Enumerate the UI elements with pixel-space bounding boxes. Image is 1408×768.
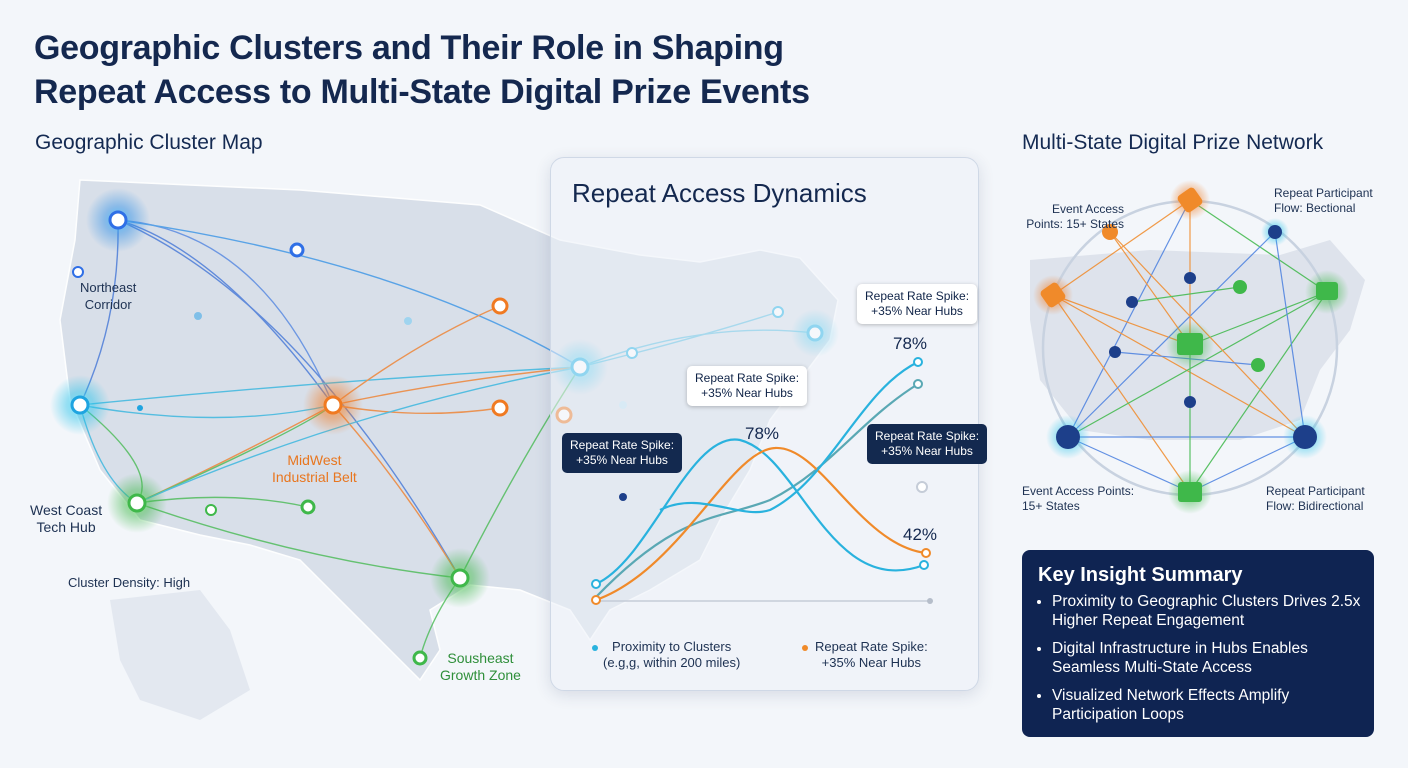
- dynamics-heading: Repeat Access Dynamics: [572, 178, 867, 208]
- label-event-access-points-bottom: Event Access Points:15+ States: [1022, 484, 1135, 513]
- point-marker-navy: [619, 493, 627, 501]
- insight-item: Digital Infrastructure in Hubs Enables S…: [1052, 639, 1372, 677]
- key-insight-summary-box: Key Insight Summary Proximity to Geograp…: [1022, 550, 1374, 737]
- series-cyan-line: [595, 438, 925, 586]
- network-nodes: [1033, 180, 1349, 514]
- value-42: 42%: [903, 525, 938, 544]
- point-cyan-end: [913, 357, 923, 367]
- point-orange-start: [591, 595, 601, 605]
- value-78-middle: 78%: [745, 424, 780, 443]
- value-78-top: 78%: [893, 334, 928, 353]
- point-teal-end: [913, 379, 923, 389]
- point-cyan-low-end: [919, 560, 929, 570]
- label-cluster-density: Cluster Density: High: [68, 575, 191, 590]
- legend-repeat-rate-spike: Repeat Rate Spike:+35% Near Hubs: [815, 639, 928, 670]
- legend-dot-proximity: [592, 645, 598, 651]
- legend-dot-repeat-rate: [802, 645, 808, 651]
- callout-repeat-rate-spike-middle: Repeat Rate Spike:+35% Near Hubs: [687, 366, 808, 406]
- alaska-silhouette: [110, 590, 250, 720]
- series-orange-line: [595, 446, 927, 602]
- callout-repeat-rate-spike-right: Repeat Rate Spike:+35% Near Hubs: [867, 424, 988, 464]
- point-marker-grey: [916, 481, 928, 493]
- insight-list: Proximity to Geographic Clusters Drives …: [1034, 592, 1372, 733]
- map-heading: Geographic Cluster Map: [35, 131, 263, 154]
- series-teal-line: [595, 383, 919, 598]
- point-orange-end: [921, 548, 931, 558]
- legend-proximity-to-clusters: Proximity to Clusters(e.g,g, within 200 …: [603, 639, 741, 670]
- callout-repeat-rate-spike-left: Repeat Rate Spike:+35% Near Hubs: [562, 433, 683, 473]
- insight-item: Visualized Network Effects Amplify Parti…: [1052, 686, 1372, 724]
- series-cyan-rise-line: [659, 361, 919, 514]
- page-title-line2: Repeat Access to Multi-State Digital Pri…: [34, 73, 810, 111]
- page-title: Geographic Clusters and Their Role in Sh…: [34, 26, 810, 114]
- network-heading: Multi-State Digital Prize Network: [1022, 131, 1324, 154]
- page-title-line1: Geographic Clusters and Their Role in Sh…: [34, 29, 784, 67]
- callout-repeat-rate-spike-top: Repeat Rate Spike:+35% Near Hubs: [857, 284, 978, 324]
- insight-item: Proximity to Geographic Clusters Drives …: [1052, 592, 1372, 630]
- insight-heading: Key Insight Summary: [1038, 564, 1243, 586]
- point-cyan-start: [591, 579, 601, 589]
